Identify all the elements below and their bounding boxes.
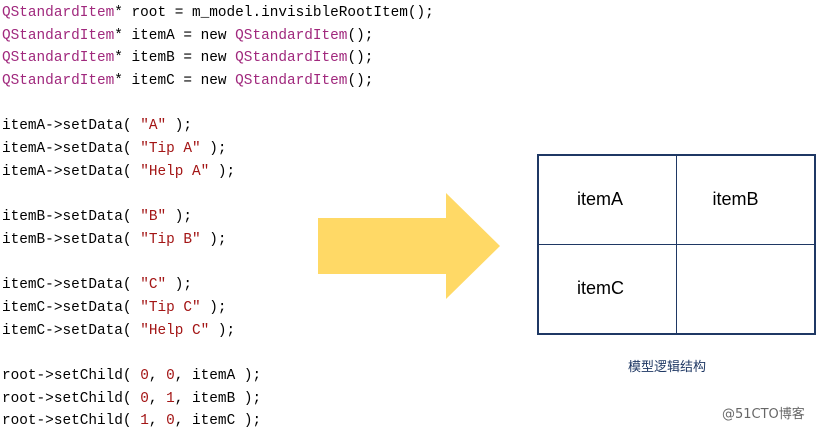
code-line: itemA->setData( "Tip A" );	[2, 138, 434, 161]
code-token: * itemA = new	[114, 27, 236, 44]
code-token: , itemB );	[174, 390, 262, 407]
code-line: root->setChild( 1, 0, itemC );	[2, 410, 434, 433]
table-cell-empty	[677, 245, 815, 334]
code-token: "A"	[140, 118, 167, 135]
code-line: QStandardItem* itemB = new QStandardItem…	[2, 47, 434, 70]
code-line: root->setChild( 0, 1, itemB );	[2, 388, 434, 411]
code-line: itemC->setData( "C" );	[2, 274, 434, 297]
code-token: QStandardItem	[235, 73, 348, 90]
code-token: "Tip A"	[140, 141, 201, 158]
code-token: QStandardItem	[2, 27, 115, 44]
code-line: ​	[2, 93, 434, 116]
code-token: 1	[166, 390, 175, 407]
code-token: * itemC = new	[114, 73, 236, 90]
diagram-caption: 模型逻辑结构	[628, 360, 707, 375]
code-token: ,	[148, 390, 167, 407]
code-token: itemB->setData(	[2, 209, 141, 226]
code-token: itemC->setData(	[2, 277, 141, 294]
code-line: itemB->setData( "B" );	[2, 206, 434, 229]
code-token: root->setChild(	[2, 368, 141, 384]
code-listing: QStandardItem* root = m_model.invisibleR…	[2, 2, 434, 433]
code-token: itemA->setData(	[2, 118, 141, 135]
code-token: itemC->setData(	[2, 322, 141, 339]
code-token: "C"	[140, 277, 167, 294]
model-structure-table: itemA itemB itemC	[537, 154, 816, 335]
code-token: ,	[148, 413, 167, 430]
code-token: "Tip B"	[140, 231, 201, 248]
code-token: );	[200, 231, 227, 248]
code-token: QStandardItem	[2, 50, 115, 67]
code-token: "Help A"	[140, 163, 210, 180]
code-token: );	[209, 322, 236, 339]
code-token: QStandardItem	[235, 50, 348, 67]
code-token: 1	[140, 413, 149, 430]
code-line: itemA->setData( "A" );	[2, 115, 434, 138]
code-token: ();	[347, 73, 374, 90]
code-line: QStandardItem* root = m_model.invisibleR…	[2, 2, 434, 25]
code-line: QStandardItem* itemC = new QStandardItem…	[2, 70, 434, 93]
code-token: "Help C"	[140, 322, 210, 339]
table-cell-itemB: itemB	[676, 156, 814, 245]
code-token: * itemB = new	[114, 50, 236, 67]
code-token: );	[166, 118, 193, 135]
code-line: itemC->setData( "Tip C" );	[2, 297, 434, 320]
code-token: 0	[166, 413, 175, 430]
code-token: QStandardItem	[2, 73, 115, 90]
code-token: );	[200, 299, 227, 316]
code-token: QStandardItem	[2, 5, 115, 21]
watermark: @51CTO博客	[722, 407, 805, 422]
code-line: itemA->setData( "Help A" );	[2, 161, 434, 184]
code-line: ​	[2, 342, 434, 365]
right-arrow-icon	[318, 193, 500, 299]
code-line: root->setChild( 0, 0, itemA );	[2, 365, 434, 388]
code-token: root->setChild(	[2, 390, 141, 407]
code-line: itemC->setData( "Help C" );	[2, 320, 434, 343]
code-token: ();	[347, 50, 374, 67]
code-token: , itemA );	[174, 368, 262, 384]
code-token: itemA->setData(	[2, 163, 141, 180]
code-token: ,	[148, 368, 167, 384]
code-token: );	[209, 163, 236, 180]
code-line: QStandardItem* itemA = new QStandardItem…	[2, 25, 434, 48]
code-token: itemB->setData(	[2, 231, 141, 248]
code-token: itemA->setData(	[2, 141, 141, 158]
table-cell-itemA: itemA	[539, 156, 677, 245]
table-cell-itemC: itemC	[539, 244, 677, 333]
code-token: 0	[140, 368, 149, 384]
code-token: );	[200, 141, 227, 158]
code-token: );	[166, 277, 193, 294]
code-token: , itemC );	[174, 413, 262, 430]
code-token: * root = m_model.invisibleRootItem();	[114, 5, 434, 21]
code-line: itemB->setData( "Tip B" );	[2, 229, 434, 252]
code-token: 0	[166, 368, 175, 384]
code-token: QStandardItem	[235, 27, 348, 44]
code-token: itemC->setData(	[2, 299, 141, 316]
code-token: 0	[140, 390, 149, 407]
code-token: "Tip C"	[140, 299, 201, 316]
code-token: ();	[347, 27, 374, 44]
code-token: root->setChild(	[2, 413, 141, 430]
code-token: );	[166, 209, 193, 226]
code-token: "B"	[140, 209, 167, 226]
